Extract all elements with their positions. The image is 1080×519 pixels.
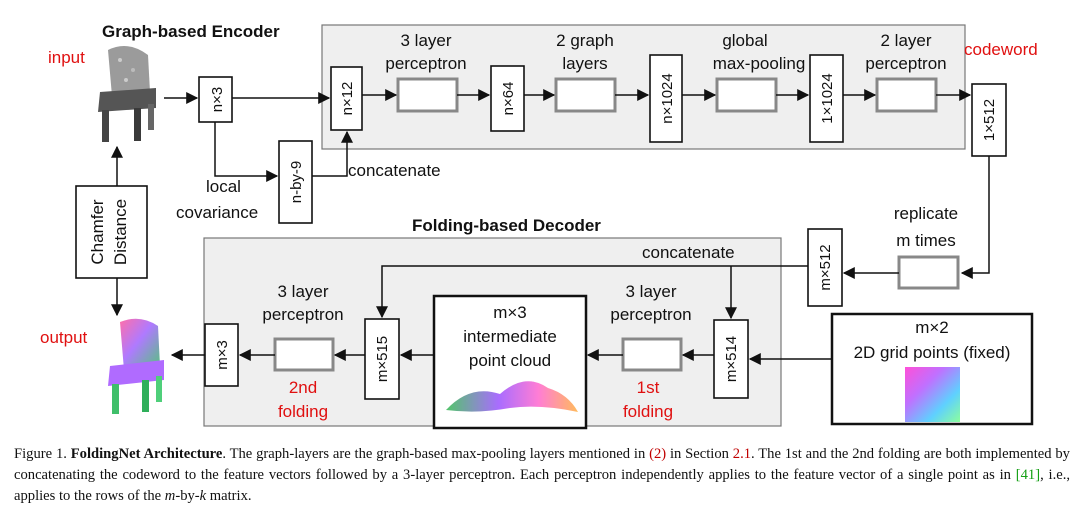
output-chair-point-cloud: [108, 318, 164, 414]
enc-perceptron3-line2: perceptron: [385, 54, 466, 73]
dim-m3-box: [204, 323, 239, 387]
replicate-line1: replicate: [894, 204, 958, 223]
dim-m512-box: [807, 228, 843, 307]
first-folding-line2: folding: [623, 402, 673, 421]
enc-perceptron2-block: [875, 77, 938, 113]
caption-text-6: matrix.: [206, 488, 252, 504]
decoder-title: Folding-based Decoder: [412, 216, 601, 235]
input-chair-point-cloud: [98, 46, 156, 142]
dim-n3: n×3: [209, 87, 226, 112]
grid-points-image: [905, 367, 960, 422]
intermediate-line1: m×3: [493, 303, 527, 322]
caption-ref-eq2[interactable]: (2): [649, 446, 667, 462]
dim-n12: n×12: [339, 82, 356, 116]
dim-n12-box: [330, 66, 363, 131]
dim-1x1024-box: [809, 54, 844, 143]
dim-n1024: n×1024: [659, 73, 676, 123]
input-label: input: [48, 48, 85, 67]
grid-line1: m×2: [915, 318, 949, 337]
first-folding-line1: 1st: [637, 378, 660, 397]
foldingnet-diagram: Graph-based Encoder input codeword n×3 n…: [40, 22, 1038, 430]
graph-layers-block: [554, 77, 617, 113]
codeword-label: codeword: [964, 40, 1038, 59]
caption-title: FoldingNet Architecture: [70, 446, 223, 462]
second-folding-line2: folding: [278, 402, 328, 421]
dim-m3: m×3: [214, 340, 231, 370]
caption-ref-section[interactable]: 2.1: [732, 446, 752, 462]
local-cov-line1: local: [206, 177, 241, 196]
caption-text-5: -by-: [175, 488, 200, 504]
dec-perceptron-b-line1: 3 layer: [277, 282, 328, 301]
dim-m515: m×515: [374, 336, 391, 382]
enc-perceptron3-line1: 3 layer: [400, 31, 451, 50]
dec-perceptron-a-line2: perceptron: [610, 305, 691, 324]
intermediate-line3: point cloud: [469, 351, 551, 370]
decoder-arrows: [170, 265, 899, 365]
second-folding-block: [273, 337, 335, 372]
enc-perceptron2-line2: perceptron: [865, 54, 946, 73]
dim-n64: n×64: [500, 82, 517, 116]
first-folding-block: [621, 337, 683, 372]
enc-perceptron2-line1: 2 layer: [880, 31, 931, 50]
graph-layers-line2: layers: [562, 54, 607, 73]
graph-layers-line1: 2 graph: [556, 31, 614, 50]
dim-nby9-box: [278, 140, 313, 224]
local-cov-line2: covariance: [176, 203, 258, 222]
caption-text-2: in Section: [666, 446, 733, 462]
caption-text-1: . The graph-layers are the graph-based m…: [222, 446, 650, 462]
dim-n1024-box: [649, 54, 683, 143]
enc-perceptron3-block: [396, 77, 459, 113]
maxpool-block: [715, 77, 778, 113]
caption-ref-citation[interactable]: [41]: [1015, 467, 1041, 483]
chamfer-line2: Distance: [111, 199, 130, 265]
encoder-concatenate: concatenate: [348, 161, 441, 180]
caption-figure-number: Figure 1.: [14, 446, 71, 462]
second-folding-line1: 2nd: [289, 378, 317, 397]
chamfer-distance-box: [75, 185, 148, 279]
dec-perceptron-a-line1: 3 layer: [625, 282, 676, 301]
caption-text-3: . The 1st and the 2nd folding are both i…: [14, 446, 1070, 483]
dec-perceptron-b-line2: perceptron: [262, 305, 343, 324]
output-label: output: [40, 328, 88, 347]
dim-n64-box: [490, 65, 525, 132]
encoder-arrows: [164, 89, 990, 279]
chamfer-line1: Chamfer: [88, 199, 107, 265]
caption-text-4: , i.e., applies to the rows of the: [14, 467, 1070, 504]
intermediate-cloud-shape: [446, 381, 578, 412]
dim-1x1024: 1×1024: [819, 73, 836, 123]
replicate-block: [897, 255, 960, 290]
replicate-line2: m times: [896, 231, 956, 250]
dim-m515-box: [364, 318, 400, 400]
caption-math-m: m: [164, 488, 176, 504]
maxpool-line1: global: [722, 31, 767, 50]
caption-math-k: k: [199, 488, 207, 504]
dim-m514-box: [713, 319, 749, 399]
grid-line2: 2D grid points (fixed): [854, 343, 1011, 362]
intermediate-line2: intermediate: [463, 327, 557, 346]
dim-nby9: n-by-9: [288, 161, 305, 204]
dim-m514: m×514: [723, 336, 740, 382]
maxpool-line2: max-pooling: [713, 54, 806, 73]
dim-m512: m×512: [817, 244, 834, 290]
decoder-concatenate: concatenate: [642, 243, 735, 262]
dim-1x512: 1×512: [981, 99, 998, 141]
encoder-title: Graph-based Encoder: [102, 22, 280, 41]
figure-caption: Figure 1. FoldingNet Architecture. The g…: [14, 444, 1070, 507]
